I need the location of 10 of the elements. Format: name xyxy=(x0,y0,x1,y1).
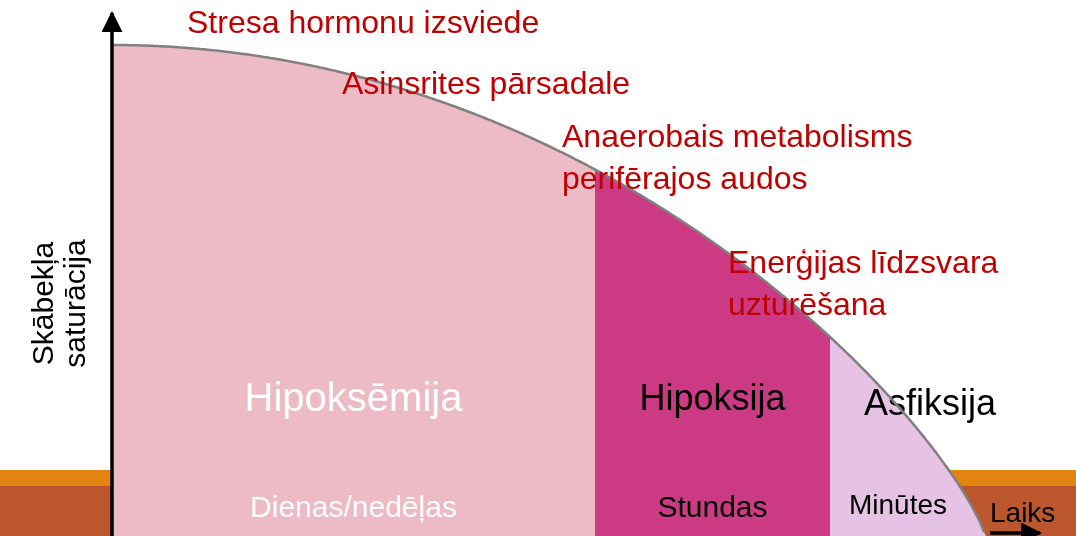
duration-label: Stundas xyxy=(657,490,768,523)
duration-label: Dienas/nedēļas xyxy=(250,490,457,523)
process-note: Asinsrites pārsadale xyxy=(342,64,631,103)
duration-label: Minūtes xyxy=(849,490,947,521)
axis-title: Skābekļa saturācija xyxy=(26,238,90,370)
region-label: Hipoksija xyxy=(639,378,786,418)
region-label: Hipoksēmija xyxy=(244,375,463,419)
axis-title: Laiks xyxy=(990,497,1056,529)
process-note: Stresa hormonu izsviede xyxy=(187,3,540,42)
region-label: Asfiksija xyxy=(864,383,996,423)
